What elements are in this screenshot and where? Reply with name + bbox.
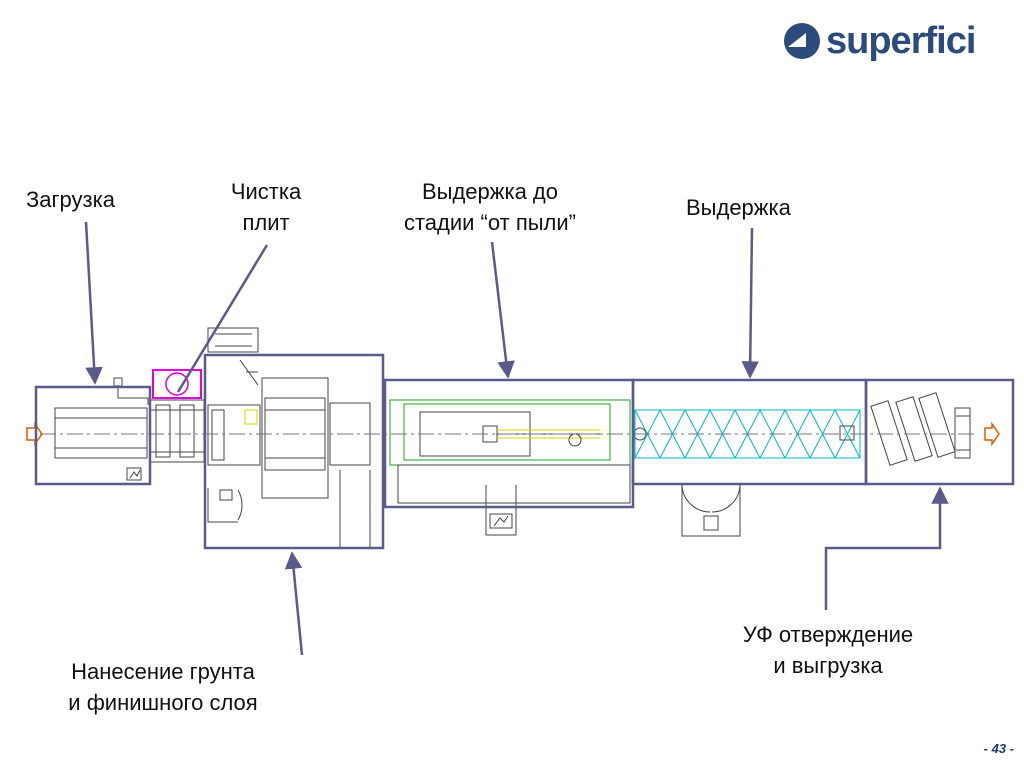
dust-free-frame <box>383 378 635 509</box>
label-coating: Нанесение грунта и финишного слоя <box>68 659 258 715</box>
dust-free-callout-line <box>490 241 515 379</box>
cleaning-callout-line <box>176 244 269 393</box>
coating-sprayer <box>244 409 258 425</box>
inflow-arrow-icon <box>26 421 43 447</box>
coating-callout-line <box>284 551 304 656</box>
uv-unloading-equipment <box>870 392 971 466</box>
loading-equipment <box>54 377 149 481</box>
logo-mark-icon <box>784 23 820 59</box>
page-number: - 43 - <box>983 741 1014 756</box>
label-holding: Выдержка <box>686 195 791 220</box>
coating-equipment <box>207 359 371 548</box>
holding-frame <box>631 378 868 486</box>
loading-frame <box>34 385 152 486</box>
uv-frame <box>864 378 1015 486</box>
loading-callout-line <box>84 221 103 385</box>
holding-callout-line <box>741 227 759 379</box>
outflow-arrow-icon <box>984 421 1000 447</box>
dust-free-oven-equipment <box>389 399 647 536</box>
holding-cabinet <box>681 425 855 537</box>
cleaning-equipment <box>149 327 259 463</box>
cleaning-brush-icon <box>165 372 189 396</box>
cleaning-unit-highlight <box>152 369 202 399</box>
logo-text: superfici <box>826 20 976 62</box>
label-loading: Загрузка <box>26 187 115 212</box>
logo: superfici <box>782 18 1002 64</box>
label-cleaning: Чистка плит <box>230 179 302 235</box>
label-dust-free: Выдержка до стадии “от пыли” <box>403 179 577 235</box>
label-uv: УФ отверждение и выгрузка <box>742 622 914 678</box>
uv-callout-line <box>824 486 949 610</box>
coating-frame <box>203 353 385 550</box>
